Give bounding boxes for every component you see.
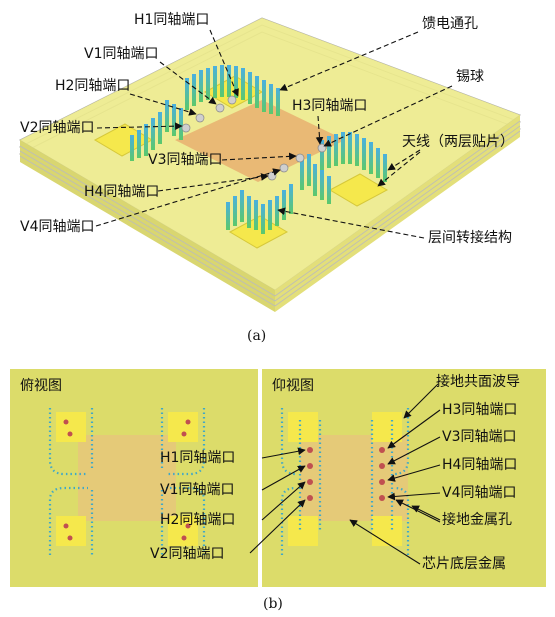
bottom-coax-ports <box>307 447 385 501</box>
label-v3-3d: V3同轴端口 <box>148 152 222 168</box>
label-h1-3d: H1同轴端口 <box>134 12 209 28</box>
chip-block <box>175 100 345 182</box>
bottom-view-title: 仰视图 <box>272 378 314 394</box>
label-h1-bottom: H1同轴端口 <box>160 450 235 466</box>
top-view: 俯视图 <box>10 369 258 587</box>
label-h4-3d: H4同轴端口 <box>84 184 159 200</box>
label-solder-ball: 锡球 <box>456 69 484 85</box>
via-fence-lower <box>226 184 293 234</box>
panel-a-3d-view: H1同轴端口 V1同轴端口 H2同轴端口 V2同轴端口 V3同轴端口 H4同轴端… <box>18 12 522 344</box>
caption-b: (b) <box>263 596 283 612</box>
top-chip-area <box>78 435 176 521</box>
layer-lines <box>19 120 521 307</box>
label-feed-via: 馈电通孔 <box>422 16 478 32</box>
via-fence-right <box>300 132 387 204</box>
top-via-fences <box>48 408 206 555</box>
label-h3-bottom: H3同轴端口 <box>442 402 517 418</box>
caption-a: (a) <box>247 328 266 344</box>
top-patch-tl <box>56 412 86 442</box>
label-antenna: 天线（两层贴片） <box>402 134 514 150</box>
label-ground-via: 接地金属孔 <box>442 511 512 528</box>
via-fence-upper-left <box>130 65 280 161</box>
label-interlayer: 层间转接结构 <box>428 229 512 246</box>
via-fences <box>130 65 387 234</box>
label-v2-bottom: V2同轴端口 <box>150 546 224 562</box>
antenna-patch-3 <box>328 173 389 207</box>
label-v4-3d: V4同轴端口 <box>20 219 94 235</box>
top-feed-points <box>63 419 191 541</box>
panel-b-views: 俯视图 仰视图 <box>10 369 546 612</box>
label-cpw: 接地共面波导 <box>436 373 520 390</box>
top-patch-bl <box>56 516 86 546</box>
label-h2-bottom: H2同轴端口 <box>160 512 235 528</box>
top-patch-br <box>168 516 198 546</box>
top-patch-tr <box>168 412 198 442</box>
label-v3-bottom: V3同轴端口 <box>442 429 516 445</box>
top-view-title: 俯视图 <box>20 378 62 394</box>
label-v1-3d: V1同轴端口 <box>84 46 158 62</box>
label-v2-3d: V2同轴端口 <box>20 120 94 136</box>
label-h4-bottom: H4同轴端口 <box>442 457 517 473</box>
label-v1-bottom: V1同轴端口 <box>160 482 234 498</box>
leader-arrows-3d <box>95 29 453 239</box>
bottom-view: 仰视图 <box>262 369 546 587</box>
label-h3-3d: H3同轴端口 <box>292 98 367 114</box>
label-v4-bottom: V4同轴端口 <box>442 485 516 501</box>
label-chip-metal: 芯片底层金属 <box>422 556 506 572</box>
leader-arrows-bottom <box>249 383 441 565</box>
label-h2-3d: H2同轴端口 <box>55 78 130 94</box>
